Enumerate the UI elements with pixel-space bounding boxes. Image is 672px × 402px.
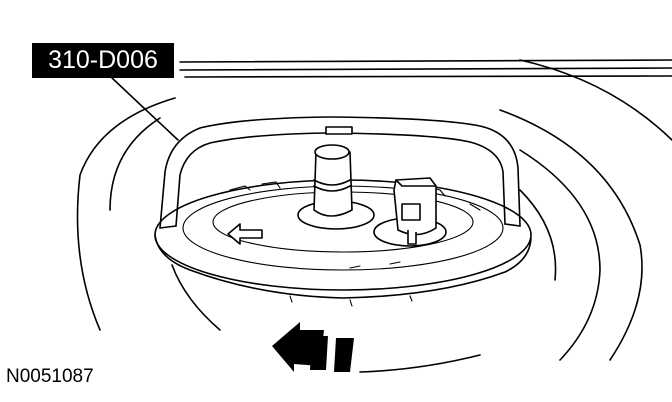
fuel-tank-contours (76, 59, 672, 373)
removal-tool-310-D006 (159, 116, 521, 229)
fuel-tube (297, 144, 375, 230)
leader-line (111, 77, 179, 141)
direction-arrow-icon (227, 223, 263, 245)
electrical-connector (373, 177, 447, 247)
figure-id: N0051087 (6, 366, 94, 387)
motion-arrow-icon (272, 322, 354, 372)
tool-callout-label: 310-D006 (32, 43, 174, 78)
